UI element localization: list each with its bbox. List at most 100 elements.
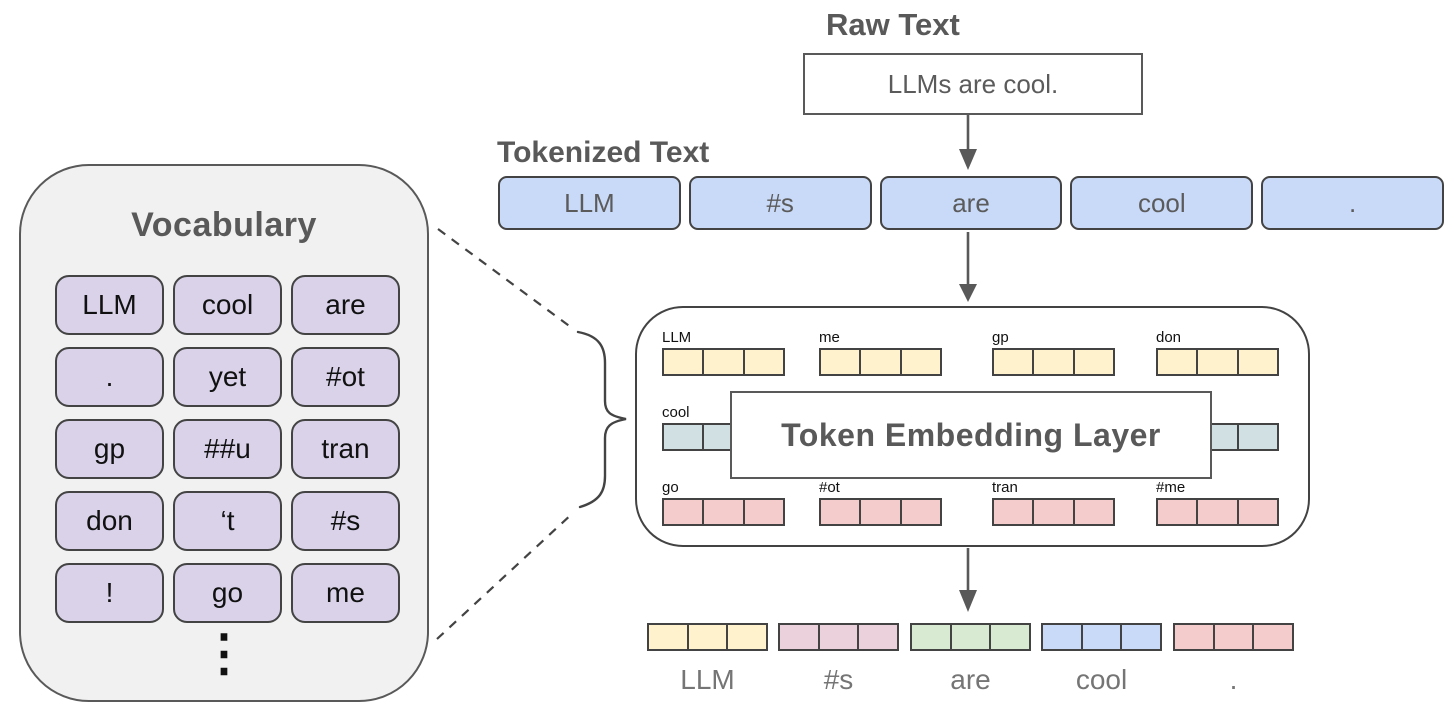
vocab-token: LLM xyxy=(55,275,164,335)
embedding-vector xyxy=(662,498,785,526)
embedding-vector-block: gp xyxy=(992,330,1115,376)
vocab-token: tran xyxy=(291,419,400,479)
arrow-down-icon xyxy=(959,232,977,302)
output-embedding-label: LLM xyxy=(680,664,735,695)
vector-cell xyxy=(1158,350,1197,374)
vector-cell xyxy=(702,350,743,374)
output-embedding-label: cool xyxy=(1075,664,1128,695)
vector-cell xyxy=(821,500,860,524)
embedding-vector-block: tran xyxy=(992,480,1115,526)
embedding-vector xyxy=(819,348,942,376)
output-embedding-block: LLM xyxy=(647,623,768,696)
vocab-token: don xyxy=(55,491,164,551)
embedding-vector xyxy=(647,623,768,651)
embedding-vector xyxy=(662,348,785,376)
vector-cell xyxy=(1072,350,1113,374)
token-box: cool xyxy=(1070,176,1254,230)
output-embedding-block: . xyxy=(1173,623,1294,696)
vector-cell xyxy=(912,625,950,649)
vocab-token: cool xyxy=(173,275,282,335)
embedding-vector xyxy=(992,348,1115,376)
vocabulary-title: Vocabulary xyxy=(131,206,317,244)
output-embedding-block: cool xyxy=(1041,623,1162,696)
token-box: #s xyxy=(688,176,872,230)
embedding-vector-label: go xyxy=(662,479,679,496)
vector-cell xyxy=(1158,500,1197,524)
token-box: are xyxy=(879,176,1063,230)
tokenized-text-title: Tokenized Text xyxy=(497,136,710,169)
vector-cell xyxy=(859,350,900,374)
embedding-vector-label: me xyxy=(819,329,840,346)
vector-cell xyxy=(1080,625,1121,649)
dashed-connector-bottom xyxy=(436,511,575,640)
vector-cell xyxy=(1236,350,1277,374)
vocabulary-ellipsis: ⋮ xyxy=(199,625,249,681)
vector-cell xyxy=(1120,625,1161,649)
vocab-token: are xyxy=(291,275,400,335)
embedding-vector-block: #me xyxy=(1156,480,1279,526)
vector-cell xyxy=(857,625,898,649)
vector-cell xyxy=(702,500,743,524)
vector-cell xyxy=(649,625,687,649)
embedding-vector-label: cool xyxy=(662,404,690,421)
embedding-vector xyxy=(1156,348,1279,376)
vector-cell xyxy=(994,500,1033,524)
vector-cell xyxy=(899,350,940,374)
embedding-vector-block: me xyxy=(819,330,942,376)
vector-cell xyxy=(742,350,783,374)
vector-cell xyxy=(1236,500,1277,524)
embedding-vector-label: tran xyxy=(992,479,1018,496)
vocab-token: #s xyxy=(291,491,400,551)
vector-cell xyxy=(989,625,1030,649)
vector-cell xyxy=(899,500,940,524)
vector-cell xyxy=(817,625,858,649)
embedding-vector-label: #me xyxy=(1156,479,1186,496)
token-box: LLM xyxy=(498,176,681,230)
vocab-token: #ot xyxy=(291,347,400,407)
output-embedding-block: #s xyxy=(778,623,899,696)
vector-cell xyxy=(1043,625,1081,649)
vector-cell xyxy=(664,425,703,449)
embedding-vector xyxy=(992,498,1115,526)
vocab-token: ‘t xyxy=(173,491,282,551)
token-embedding-container: LLM me gp don cool go #ot tran #me Token Embeddi… xyxy=(635,306,1310,547)
vector-cell xyxy=(1032,500,1073,524)
vector-cell xyxy=(780,625,818,649)
vector-cell xyxy=(1236,425,1277,449)
embedding-vector-label: gp xyxy=(992,329,1009,346)
embedding-vector xyxy=(778,623,899,651)
embedding-vector xyxy=(1156,498,1279,526)
vector-cell xyxy=(1175,625,1213,649)
vector-cell xyxy=(1032,350,1073,374)
embedding-vector xyxy=(819,498,942,526)
vector-cell xyxy=(664,500,703,524)
token-box: . xyxy=(1261,176,1444,230)
vocab-token: me xyxy=(291,563,400,623)
token-embedding-layer-box: Token Embedding Layer xyxy=(730,391,1212,479)
embedding-vector-block: go xyxy=(662,480,785,526)
output-embedding-label: #s xyxy=(823,664,854,695)
vocab-token: ! xyxy=(55,563,164,623)
vector-cell xyxy=(949,625,990,649)
vocab-token: go xyxy=(173,563,282,623)
vocab-token: gp xyxy=(55,419,164,479)
embedding-vector-label: don xyxy=(1156,329,1182,346)
vector-cell xyxy=(821,350,860,374)
vector-cell xyxy=(1196,500,1237,524)
arrow-down-icon xyxy=(959,548,977,612)
vector-cell xyxy=(726,625,767,649)
vector-cell xyxy=(1072,500,1113,524)
output-embedding-label: are xyxy=(950,664,991,695)
embedding-vector xyxy=(910,623,1031,651)
token-embedding-layer-label: Token Embedding Layer xyxy=(781,416,1161,453)
vector-cell xyxy=(742,500,783,524)
curly-brace-icon xyxy=(576,330,627,509)
embedding-vector-block: LLM xyxy=(662,330,785,376)
embedding-vector-label: #ot xyxy=(819,479,840,496)
vector-cell xyxy=(664,350,703,374)
raw-text-title: Raw Text xyxy=(826,7,960,42)
